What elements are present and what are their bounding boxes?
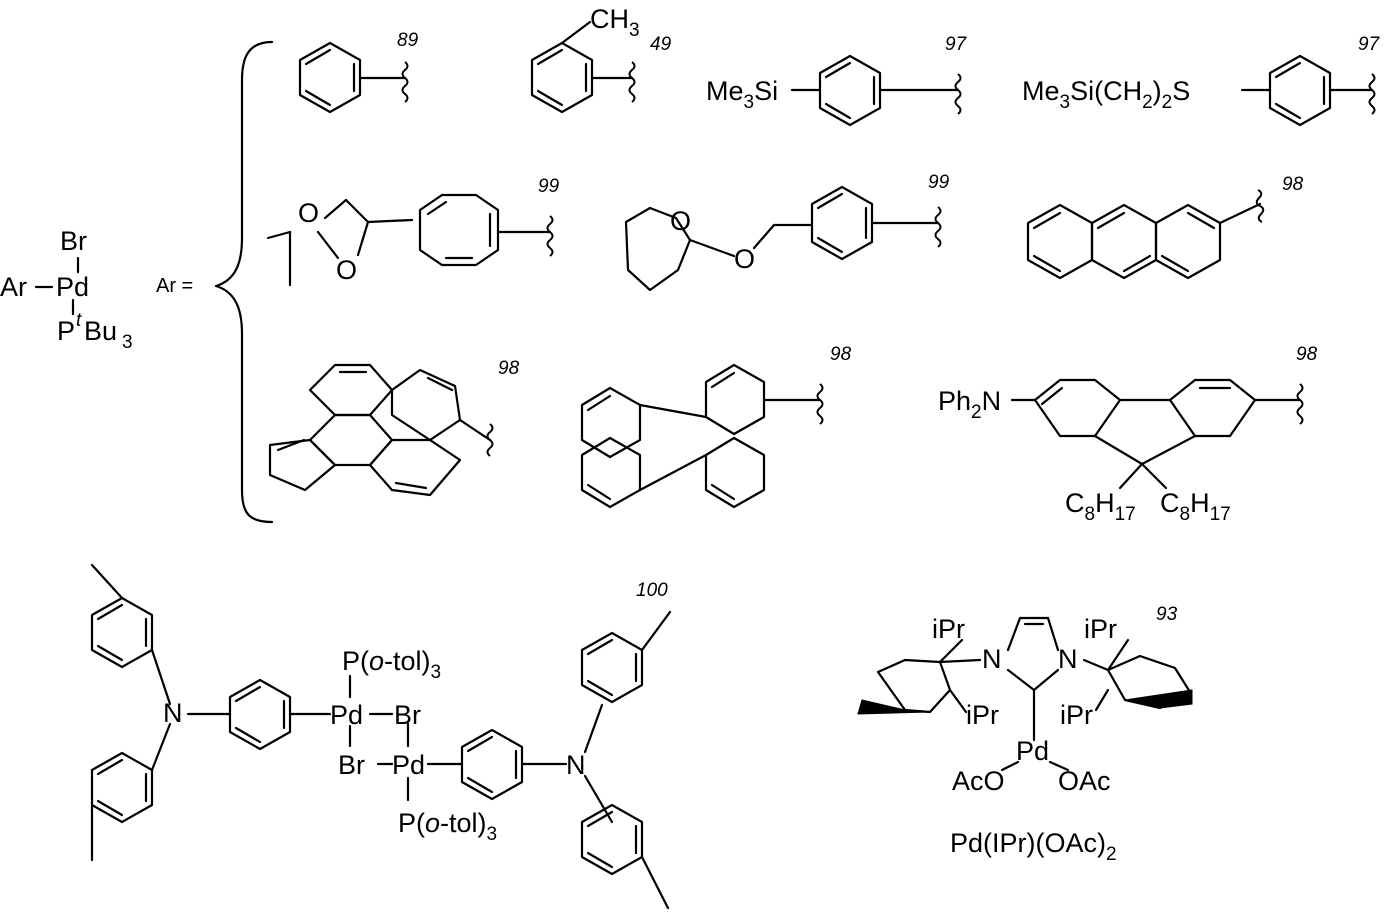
ipr-top-right: iPr xyxy=(1084,614,1117,644)
dimer-br-right: Br xyxy=(394,700,421,730)
dimer-phosphine-top: P(o-tol)3 xyxy=(342,646,441,683)
diphenylamino-label: Ph2N xyxy=(938,386,1001,423)
nhc-pd: Pd xyxy=(1016,736,1049,766)
aryl-pyrenyl xyxy=(268,363,494,497)
acetate-right: OAc xyxy=(1058,766,1111,796)
dimer-phosphine-bottom: P(o-tol)3 xyxy=(398,808,497,845)
ipr-top-left: iPr xyxy=(932,614,965,644)
yield-perylenyl: 98 xyxy=(830,344,852,365)
yield-fluorenyl: 98 xyxy=(1296,344,1318,365)
aryl-thpoxymethylphenyl xyxy=(624,185,942,292)
yield-nhc-complex: 93 xyxy=(1156,604,1178,625)
dimer-n-left: N xyxy=(163,698,183,728)
octyl-label-right: C8H17 xyxy=(1160,488,1231,525)
aryl-trimethylsilylphenyl xyxy=(790,54,962,127)
precatalyst-pd: Pd xyxy=(56,272,89,302)
yield-dioxolanylphenyl: 99 xyxy=(538,176,560,197)
nhc-n-left: N xyxy=(982,644,1002,674)
dimer-br-left: Br xyxy=(338,750,365,780)
ether-oxygen: O xyxy=(734,244,755,274)
precatalyst-bu-subscript: 3 xyxy=(122,332,133,353)
aryl-perylenyl xyxy=(580,363,824,509)
yield-phenyl: 89 xyxy=(397,30,419,51)
aryl-phenyl xyxy=(298,41,409,114)
precatalyst-t: t xyxy=(76,310,82,331)
silylethylthio-label: Me3Si(CH2)2S xyxy=(1022,76,1190,113)
dimer-pd-top: Pd xyxy=(330,700,363,730)
yield-anthracenyl: 98 xyxy=(1282,174,1304,195)
octyl-label-left: C8H17 xyxy=(1065,488,1136,525)
precatalyst-br: Br xyxy=(60,226,87,256)
aryl-fluorenyl xyxy=(1010,378,1304,490)
aryl-dioxolanylphenyl xyxy=(266,193,554,287)
aryl-silylethylthiophenyl xyxy=(1240,54,1376,127)
precatalyst-ar: Ar xyxy=(0,272,27,302)
yield-trimethylsilylphenyl: 97 xyxy=(945,34,968,55)
yield-dimer: 100 xyxy=(636,580,668,601)
yield-silylethylthiophenyl: 97 xyxy=(1358,34,1381,55)
dioxolane-oxygen-bottom: O xyxy=(336,255,357,285)
dioxolane-oxygen-top: O xyxy=(298,198,319,228)
aryl-anthracenyl xyxy=(1026,189,1265,280)
ar-equals-label: Ar = xyxy=(156,275,193,297)
acetate-left: AcO xyxy=(952,766,1005,796)
dimer-n-right: N xyxy=(566,750,586,780)
aryl-o-tolyl xyxy=(530,20,636,114)
thp-ring-oxygen: O xyxy=(670,206,691,236)
precatalyst-p: P xyxy=(57,316,75,346)
trimethylsilyl-label: Me3Si xyxy=(706,76,778,113)
ipr-bottom-right: iPr xyxy=(1060,700,1093,730)
nhc-palladium-complex xyxy=(857,616,1193,772)
nhc-n-right: N xyxy=(1058,644,1078,674)
yield-o-tolyl: 49 xyxy=(650,34,672,55)
bromide-bridged-dimer xyxy=(90,563,672,910)
dimer-pd-bottom: Pd xyxy=(392,750,425,780)
curly-brace xyxy=(214,40,274,524)
precatalyst-complex: Br Ar Pd P t Bu 3 xyxy=(0,226,133,353)
methyl-label: CH3 xyxy=(590,4,640,41)
yield-thpoxymethylphenyl: 99 xyxy=(928,172,950,193)
nhc-complex-name: Pd(IPr)(OAc)2 xyxy=(950,828,1117,865)
ipr-bottom-left: iPr xyxy=(966,700,999,730)
precatalyst-bu: Bu xyxy=(84,316,117,346)
yield-pyrenyl: 98 xyxy=(498,358,520,379)
